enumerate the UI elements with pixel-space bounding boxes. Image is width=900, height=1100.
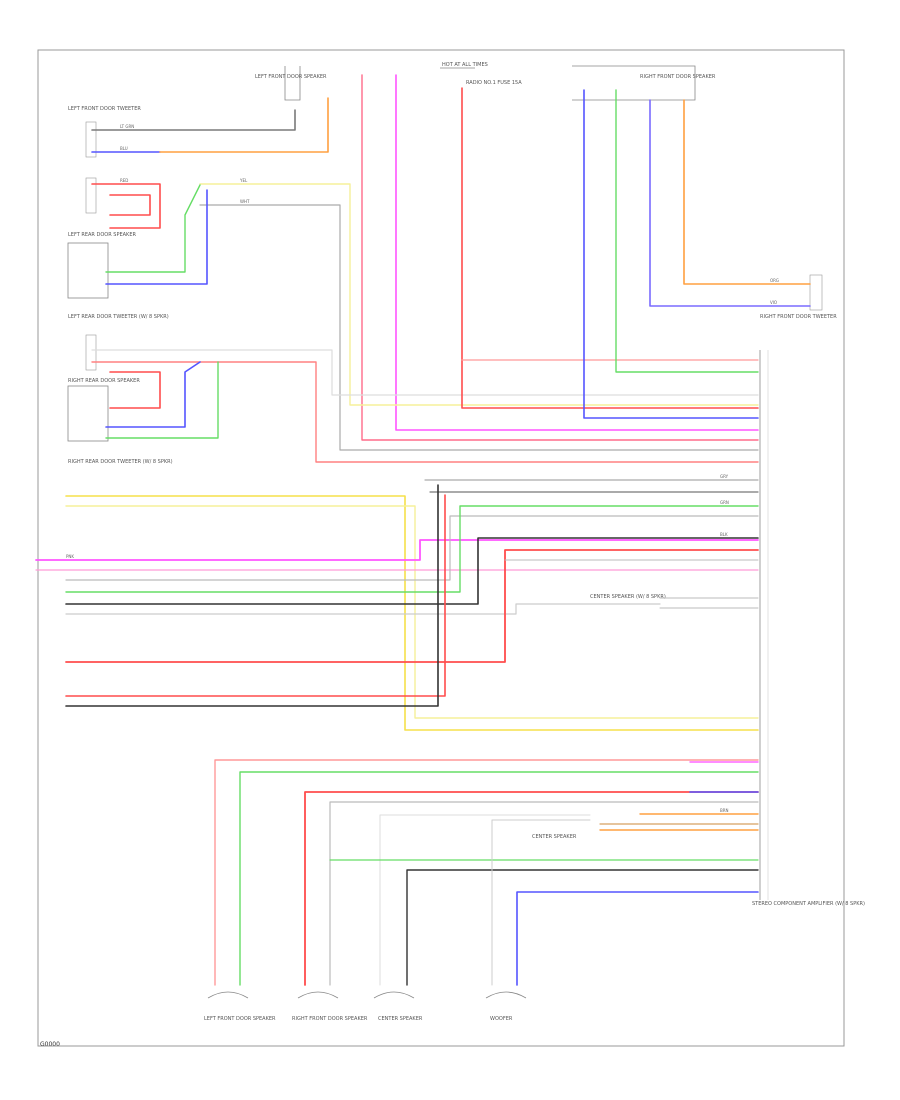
wire-red-low [304, 791, 759, 986]
label-radio-fuse: RADIO NO.1 FUSE 15A [466, 80, 522, 86]
bottom-speakers: LEFT FRONT DOOR SPEAKER RIGHT FRONT DOOR… [204, 991, 527, 1022]
wire-gray-mid-c [65, 515, 759, 581]
tag-green: GRN [720, 500, 729, 505]
label-left-rear-speaker: LEFT REAR DOOR SPEAKER [68, 232, 136, 238]
tag-orange: ORG [770, 278, 779, 283]
wire-blue-rr [105, 361, 201, 428]
wire-lt-green-top [91, 109, 296, 131]
label-center-speaker-mid: CENTER SPEAKER (W/ 8 SPKR) [590, 594, 666, 600]
label-left-front-door-speaker-top: LEFT FRONT DOOR SPEAKER [255, 74, 327, 80]
wire-black-mid-b [65, 484, 439, 707]
tag-lt-green: LT GRN [120, 124, 134, 129]
wire-magenta-long [395, 74, 759, 431]
wire-red-mid-b [65, 494, 446, 697]
label-right-front-tweeter: RIGHT FRONT DOOR TWEETER [760, 314, 837, 320]
tag-gray: GRY [720, 474, 729, 479]
label-stereo-component-amplifier: STEREO COMPONENT AMPLIFIER (W/ 8 SPKR) [752, 901, 865, 907]
left-front-tweeter: LEFT FRONT DOOR TWEETER [68, 106, 141, 158]
label-center-speaker-bottom-mid: CENTER SPEAKER [532, 834, 577, 840]
tag-pink: PNK [66, 554, 74, 559]
tag-violet: VIO [770, 300, 777, 305]
wire-pink-long [361, 74, 759, 441]
wire-orange-top [159, 97, 329, 153]
wire-red-rr-1 [91, 361, 759, 463]
wire-blue-rf [583, 89, 759, 419]
tag-yellow: YEL [239, 178, 248, 183]
wire-center-pair-a [379, 814, 591, 986]
wire-fuse-red [461, 87, 759, 409]
right-rear-speaker: RIGHT REAR DOOR SPEAKER RIGHT REAR DOOR … [67, 334, 173, 465]
wire-pale-mid [65, 505, 759, 719]
wire-blue-lr [105, 189, 208, 285]
wire-green-rf [615, 89, 759, 373]
wire-green-low [239, 771, 759, 986]
wire-pink-mid [35, 539, 759, 561]
label-center-bottom: CENTER SPEAKER [378, 1016, 423, 1022]
wire-yellow-lr [199, 183, 759, 406]
left-rear-speaker: LEFT REAR DOOR SPEAKER LEFT REAR DOOR TW… [67, 177, 169, 320]
wire-green-lr [105, 184, 201, 273]
wire-red-lr-2 [109, 194, 151, 216]
wire-white-rr [91, 349, 759, 396]
tag-red: RED [120, 178, 128, 183]
wire-gray-mid-d [65, 603, 661, 615]
tag-black: BLK [720, 532, 728, 537]
wire-orange-rf-tweet [683, 99, 811, 285]
tag-white: WHT [240, 199, 250, 204]
label-right-front-bottom: RIGHT FRONT DOOR SPEAKER [292, 1016, 368, 1022]
label-right-rear-speaker: RIGHT REAR DOOR SPEAKER [68, 378, 140, 384]
label-hot-at-all-times: HOT AT ALL TIMES [442, 62, 488, 68]
wire-center-pair-b [406, 869, 759, 986]
wire-woofer-b [516, 891, 759, 986]
fuse-block: HOT AT ALL TIMES RADIO NO.1 FUSE 15A [440, 62, 522, 86]
wire-red-rr-2 [109, 371, 161, 409]
wire-red-lr-1 [91, 183, 161, 229]
label-left-front-tweeter: LEFT FRONT DOOR TWEETER [68, 106, 141, 112]
wire-gray-low [329, 801, 759, 986]
wire-yellow-mid [65, 495, 759, 731]
wire-woofer-a [491, 819, 591, 986]
label-left-rear-tweeter: LEFT REAR DOOR TWEETER (W/ 8 SPKR) [68, 314, 169, 320]
wire-gray-lr [199, 204, 759, 451]
wire-red-rf-tweet [649, 99, 811, 307]
right-front-tweeter: RIGHT FRONT DOOR TWEETER [760, 274, 837, 320]
label-right-rear-tweeter: RIGHT REAR DOOR TWEETER (W/ 8 SPKR) [68, 459, 173, 465]
wire-red-mid [65, 549, 759, 663]
label-right-front-door-speaker: RIGHT FRONT DOOR SPEAKER [640, 74, 716, 80]
wire-tags: LT GRN BLU RED YEL WHT BLK PNK ORG VIO G… [66, 124, 779, 813]
top-right-front-speaker: RIGHT FRONT DOOR SPEAKER [572, 65, 716, 101]
wire-black-mid [65, 537, 759, 605]
label-left-front-bottom: LEFT FRONT DOOR SPEAKER [204, 1016, 276, 1022]
top-left-front-speaker: LEFT FRONT DOOR SPEAKER [255, 66, 327, 101]
amplifier-connector-column: STEREO COMPONENT AMPLIFIER (W/ 8 SPKR) C… [532, 350, 865, 907]
wire-pink-low [214, 759, 759, 986]
tag-brown: BRN [720, 808, 729, 813]
wire-green-mid [65, 505, 759, 593]
footer-code: G0000 [40, 1041, 60, 1048]
diagram-frame [37, 49, 845, 1047]
wire-set [35, 74, 811, 986]
tag-blue: BLU [120, 146, 128, 151]
wire-green-rr [105, 361, 219, 439]
label-woofer: WOOFER [490, 1016, 513, 1022]
